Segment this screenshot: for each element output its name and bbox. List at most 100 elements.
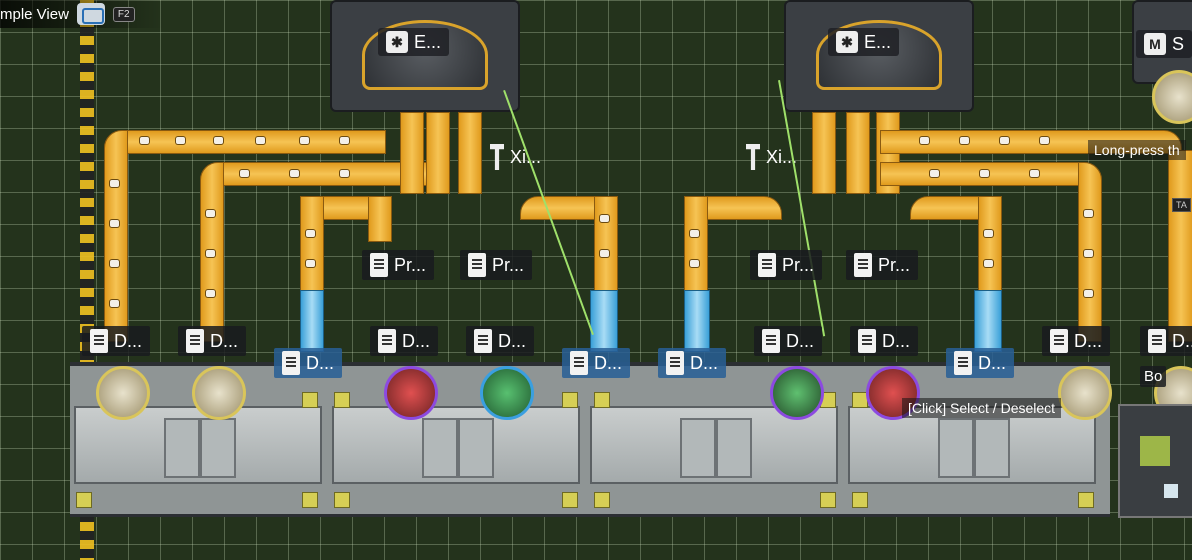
port-icon <box>1148 329 1166 353</box>
conveyor-belt-powered[interactable] <box>300 290 324 352</box>
grid-marker <box>76 492 92 508</box>
processor-label: Pr... <box>782 254 815 275</box>
cargo-item <box>256 137 265 144</box>
cargo-item <box>980 170 989 177</box>
conveyor-belt[interactable] <box>104 130 128 342</box>
depot-segment <box>74 406 322 484</box>
view-mode-label: mple View <box>0 5 69 23</box>
cargo-item <box>600 250 609 257</box>
side-port-label: Bo <box>1140 366 1167 387</box>
conveyor-belt-powered[interactable] <box>974 290 1002 352</box>
conveyor-belt[interactable] <box>104 130 386 154</box>
processor-unit[interactable]: Pr... <box>460 250 533 280</box>
electric-machine-left[interactable] <box>330 0 520 112</box>
cargo-item <box>206 250 215 257</box>
cargo-item <box>1084 290 1093 297</box>
conveyor-belt[interactable] <box>458 112 482 194</box>
conveyor-belt[interactable] <box>684 196 708 294</box>
conveyor-belt[interactable] <box>200 162 428 186</box>
port-icon <box>90 329 108 353</box>
cargo-item <box>930 170 939 177</box>
cargo-item <box>306 260 315 267</box>
item-slot[interactable] <box>770 366 824 420</box>
item-slot[interactable] <box>96 366 150 420</box>
depot-port[interactable]: D... <box>274 348 343 378</box>
pylon-icon <box>746 144 760 170</box>
cargo-item <box>214 137 223 144</box>
pylon-icon <box>490 144 504 170</box>
machine-label-left: ✱ E... <box>378 28 450 56</box>
depot-port[interactable]: D... <box>562 348 631 378</box>
depot-port[interactable]: D... <box>1042 326 1111 356</box>
document-icon <box>758 253 776 277</box>
cargo-item <box>110 260 119 267</box>
cargo-item <box>1084 210 1093 217</box>
depot-port[interactable]: D... <box>82 326 151 356</box>
processor-unit[interactable]: Pr... <box>362 250 435 280</box>
long-press-hint: Long-press th <box>1088 140 1186 160</box>
port-label: D... <box>114 330 143 351</box>
cargo-item <box>110 220 119 227</box>
conveyor-belt[interactable] <box>812 112 836 194</box>
control-indicator <box>1140 436 1170 466</box>
cargo-item <box>110 180 119 187</box>
grid-marker <box>302 492 318 508</box>
item-slot[interactable] <box>480 366 534 420</box>
conveyor-belt[interactable] <box>846 112 870 194</box>
cargo-item <box>600 215 609 222</box>
conveyor-belt[interactable] <box>368 196 392 242</box>
depot-port[interactable]: D... <box>1140 326 1192 356</box>
item-slot[interactable] <box>192 366 246 420</box>
depot-port[interactable]: D... <box>178 326 247 356</box>
depot-port[interactable]: D... <box>370 326 439 356</box>
depot-port[interactable]: D... <box>946 348 1015 378</box>
port-icon <box>282 351 300 375</box>
document-icon <box>854 253 872 277</box>
conveyor-belt[interactable] <box>300 196 324 294</box>
port-label: D... <box>1074 330 1103 351</box>
port-label: D... <box>882 330 911 351</box>
cargo-item <box>690 260 699 267</box>
cargo-item <box>920 137 929 144</box>
relay-tower-left[interactable]: Xi... <box>490 144 541 170</box>
conveyor-belt[interactable] <box>594 196 618 294</box>
depot-port[interactable]: D... <box>658 348 727 378</box>
view-mode-toggle[interactable]: mple View F2 <box>0 0 165 28</box>
conveyor-belt-powered[interactable] <box>684 290 710 352</box>
depot-port[interactable]: D... <box>466 326 535 356</box>
conveyor-belt[interactable] <box>880 162 1102 186</box>
document-icon <box>370 253 388 277</box>
port-icon <box>474 329 492 353</box>
processor-unit[interactable]: Pr... <box>846 250 919 280</box>
electric-machine-right[interactable] <box>784 0 974 112</box>
cargo-item <box>176 137 185 144</box>
grid-marker <box>334 392 350 408</box>
conveyor-belt[interactable] <box>1168 150 1192 342</box>
grid-marker <box>334 492 350 508</box>
conveyor-belt-powered[interactable] <box>590 290 618 352</box>
processor-label: Pr... <box>492 254 525 275</box>
depot-port[interactable]: D... <box>850 326 919 356</box>
depot-port[interactable]: D... <box>754 326 823 356</box>
relay-tower-right[interactable]: Xi... <box>746 144 797 170</box>
cargo-item <box>206 290 215 297</box>
cargo-item <box>340 137 349 144</box>
port-label: D... <box>210 330 239 351</box>
port-label: D... <box>306 352 335 373</box>
machine-name: E... <box>864 31 892 52</box>
processor-unit[interactable]: Pr... <box>750 250 823 280</box>
port-label: D... <box>594 352 623 373</box>
item-slot[interactable] <box>1152 70 1192 124</box>
item-slot[interactable] <box>384 366 438 420</box>
conveyor-belt[interactable] <box>426 112 450 194</box>
grid-marker <box>562 492 578 508</box>
conveyor-belt[interactable] <box>400 112 424 194</box>
item-slot[interactable] <box>1058 366 1112 420</box>
control-block[interactable] <box>1118 404 1192 518</box>
conveyor-belt[interactable] <box>978 196 1002 294</box>
grid-marker <box>594 492 610 508</box>
port-icon <box>954 351 972 375</box>
depot-bus[interactable] <box>70 362 1110 517</box>
port-icon <box>186 329 204 353</box>
depot-panel <box>200 418 236 478</box>
